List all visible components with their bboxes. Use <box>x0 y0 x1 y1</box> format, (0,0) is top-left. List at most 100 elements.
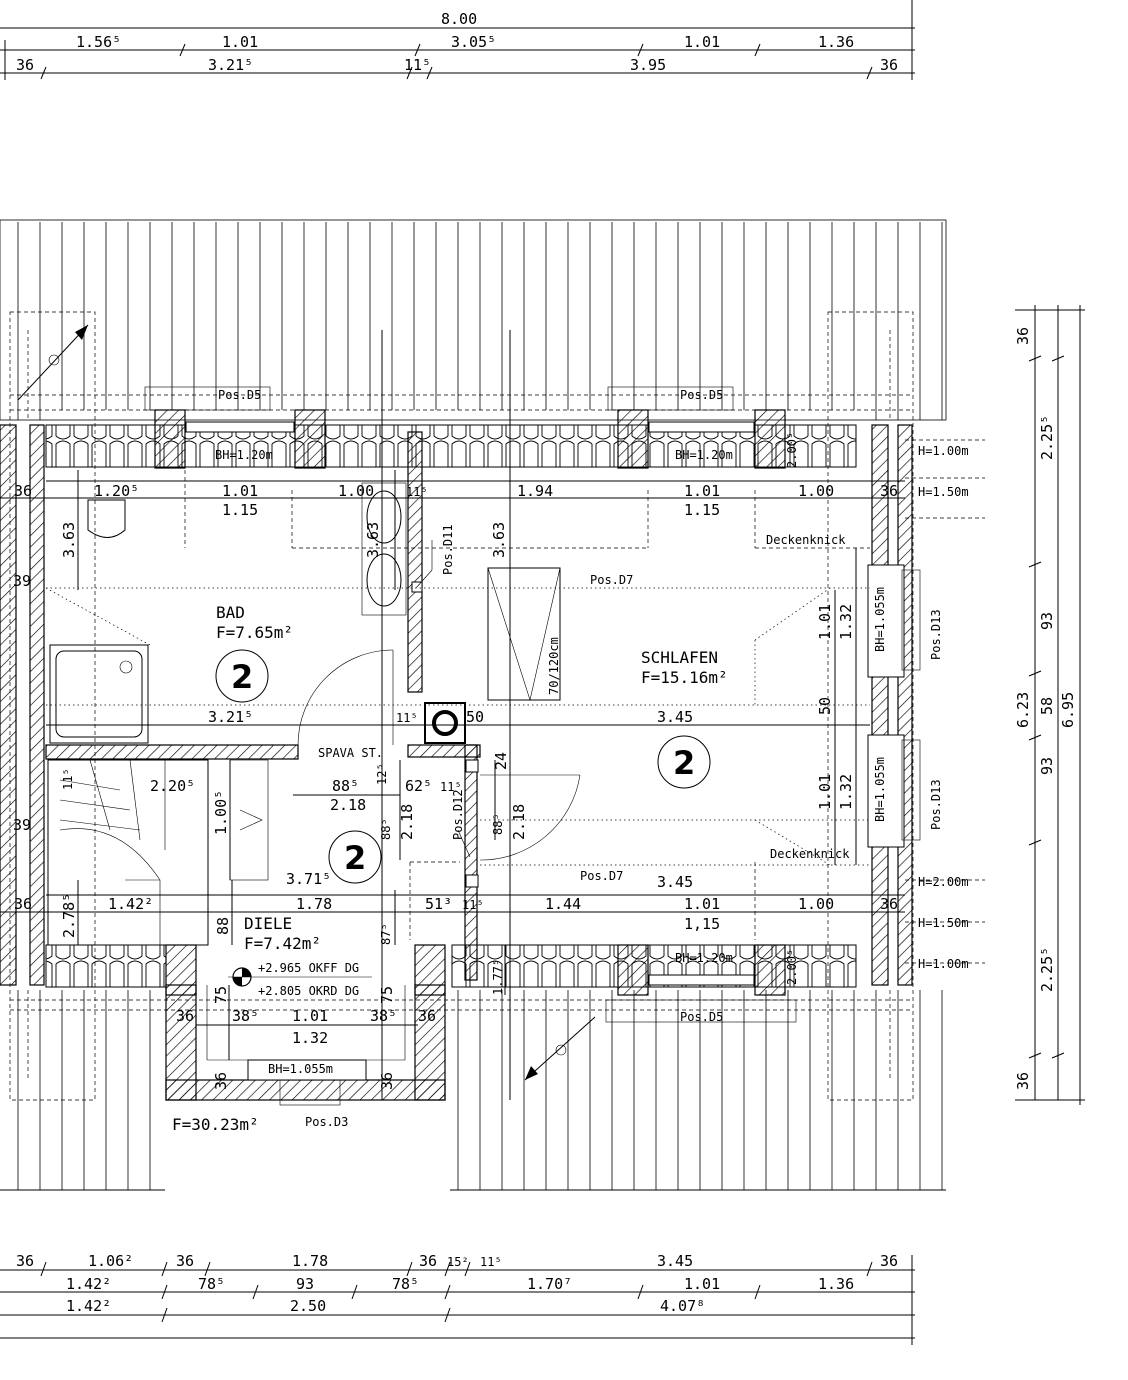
dim-inner: 1,15 <box>684 915 720 933</box>
height-label: H=1.50m <box>918 485 969 499</box>
dim-inner: 75 <box>378 986 396 1004</box>
pos-label: Pos.D11 <box>441 524 455 575</box>
dim-inner: 36 <box>378 1072 396 1090</box>
pos-label: Pos.D13 <box>929 609 943 660</box>
pos-label: Pos.D5 <box>680 1010 723 1024</box>
dim-right: 36 <box>1014 1072 1032 1090</box>
dim-inner: 3.63 <box>364 522 382 558</box>
dim-bottom: 1.36 <box>818 1275 854 1293</box>
section-lines <box>17 324 596 1100</box>
level-okrd: +2.805 OKRD DG <box>258 984 359 998</box>
roof-rafters-bottom <box>0 990 946 1191</box>
dim-inner: 1.20⁵ <box>94 482 139 500</box>
dim-bottom: 15² <box>447 1255 469 1269</box>
ceiling-kink-label: Deckenknick <box>770 847 850 861</box>
bathroom-fixtures <box>49 482 407 746</box>
dim-inner: 1.01 <box>222 482 258 500</box>
dim-inner: 87⁵ <box>379 923 393 945</box>
dim-inner: 1.15 <box>222 501 258 519</box>
window-bh: BH=1.20m <box>675 448 733 462</box>
dim-bottom: 78⁵ <box>198 1275 225 1293</box>
dim-inner: 1.00⁵ <box>212 790 230 835</box>
room-number-schlafen: 2 <box>673 744 695 782</box>
dim-inner: 36 <box>14 895 32 913</box>
dim-bottom: 1.42² <box>66 1275 111 1293</box>
window-bh: BH=1.055m <box>268 1062 333 1076</box>
dim-bottom: 2.50 <box>290 1297 326 1315</box>
dim-inner: 39 <box>13 572 31 590</box>
dim-top: 36 <box>880 56 898 74</box>
dim-inner: 1.44 <box>545 895 581 913</box>
ceiling-kink-lines: Deckenknick Deckenknick <box>45 439 985 964</box>
window-bh: BH=1.20m <box>215 448 273 462</box>
dim-inner: 2.00⁵ <box>785 432 799 468</box>
dim-top: 11⁵ <box>404 56 431 74</box>
dim-inner: 1.00 <box>798 895 834 913</box>
dim-inner: 2.18 <box>330 796 366 814</box>
dim-bottom: 1.01 <box>684 1275 720 1293</box>
pos-label: Pos.D5 <box>680 388 723 402</box>
height-label: H=1.50m <box>918 916 969 930</box>
dim-inner: 39 <box>13 816 31 834</box>
dim-right: 2.25⁵ <box>1038 415 1056 460</box>
dim-inner: 36 <box>176 1007 194 1025</box>
dim-right: 36 <box>1014 327 1032 345</box>
room-area-schlafen: F=15.16m² <box>641 668 728 687</box>
dim-inner: 36 <box>14 482 32 500</box>
staircase <box>47 759 269 946</box>
dim-bottom: 36 <box>880 1252 898 1270</box>
dim-inner: 2.20⁵ <box>150 777 195 795</box>
dim-right: 58 <box>1038 697 1056 715</box>
dim-inner: 75 <box>212 986 230 1004</box>
dim-inner: 1.94 <box>517 482 553 500</box>
dim-inner: 88⁵ <box>491 813 505 835</box>
dim-top: 1.36 <box>818 33 854 51</box>
dim-top: 1.01 <box>222 33 258 51</box>
pos-label: Pos.D7 <box>580 869 623 883</box>
dim-bottom: 78⁵ <box>392 1275 419 1293</box>
pos-label: Pos.D5 <box>218 388 261 402</box>
interior-walls <box>45 431 481 981</box>
dim-inner: 1.78 <box>296 895 332 913</box>
dim-inner: 88⁵ <box>379 818 393 840</box>
height-label: H=1.00m <box>918 957 969 971</box>
dim-inner: 11⁵ <box>462 898 484 912</box>
dim-top: 3.21⁵ <box>208 56 253 74</box>
dim-right: 93 <box>1038 757 1056 775</box>
dim-inner: 3.63 <box>490 522 508 558</box>
dim-inner: 2.18 <box>398 804 416 840</box>
dim-inner: 36 <box>880 895 898 913</box>
total-area: F=30.23m² <box>172 1115 259 1134</box>
room-area-diele: F=7.42m² <box>244 934 321 953</box>
dim-inner: 3.21⁵ <box>208 708 253 726</box>
dim-inner: 1.32 <box>292 1029 328 1047</box>
dim-inner: 51³ <box>425 895 452 913</box>
dim-inner: 88⁵ <box>332 777 359 795</box>
height-label: H=2.00m <box>918 875 969 889</box>
dim-inner: 1.15 <box>684 501 720 519</box>
dim-inner: 50 <box>466 708 484 726</box>
dim-top: 36 <box>16 56 34 74</box>
dim-right: 6.95 <box>1059 692 1077 728</box>
window-bh: BH=1.055m <box>873 757 887 822</box>
dim-inner: 2.18 <box>510 804 528 840</box>
roof-rafters-top <box>0 219 947 421</box>
dim-inner: 2.78⁵ <box>60 893 78 938</box>
dim-bottom: 11⁵ <box>480 1255 502 1269</box>
dim-inner: 3.45 <box>657 873 693 891</box>
dim-right: 93 <box>1038 612 1056 630</box>
dim-inner: 36 <box>212 1072 230 1090</box>
dim-inner: 1.32 <box>837 604 855 640</box>
window-bh: BH=1.055m <box>873 587 887 652</box>
ceiling-kink-label: Deckenknick <box>766 533 846 547</box>
dim-inner: 11⁵ <box>440 780 462 794</box>
room-labels: BAD F=7.65m² 2 SCHLAFEN F=15.16m² 2 DIEL… <box>215 524 728 998</box>
dim-inner: 1.77⁵ <box>491 959 505 995</box>
dim-inner: 11⁵ <box>406 485 428 499</box>
dim-top: 3.95 <box>630 56 666 74</box>
window-height-labels: BH=1.20m BH=1.20m BH=1.20m BH=1.055m BH=… <box>215 444 969 1076</box>
dim-bottom: 1.06² <box>88 1252 133 1270</box>
dim-bottom: 36 <box>16 1252 34 1270</box>
dim-inner: 1.01 <box>816 604 834 640</box>
